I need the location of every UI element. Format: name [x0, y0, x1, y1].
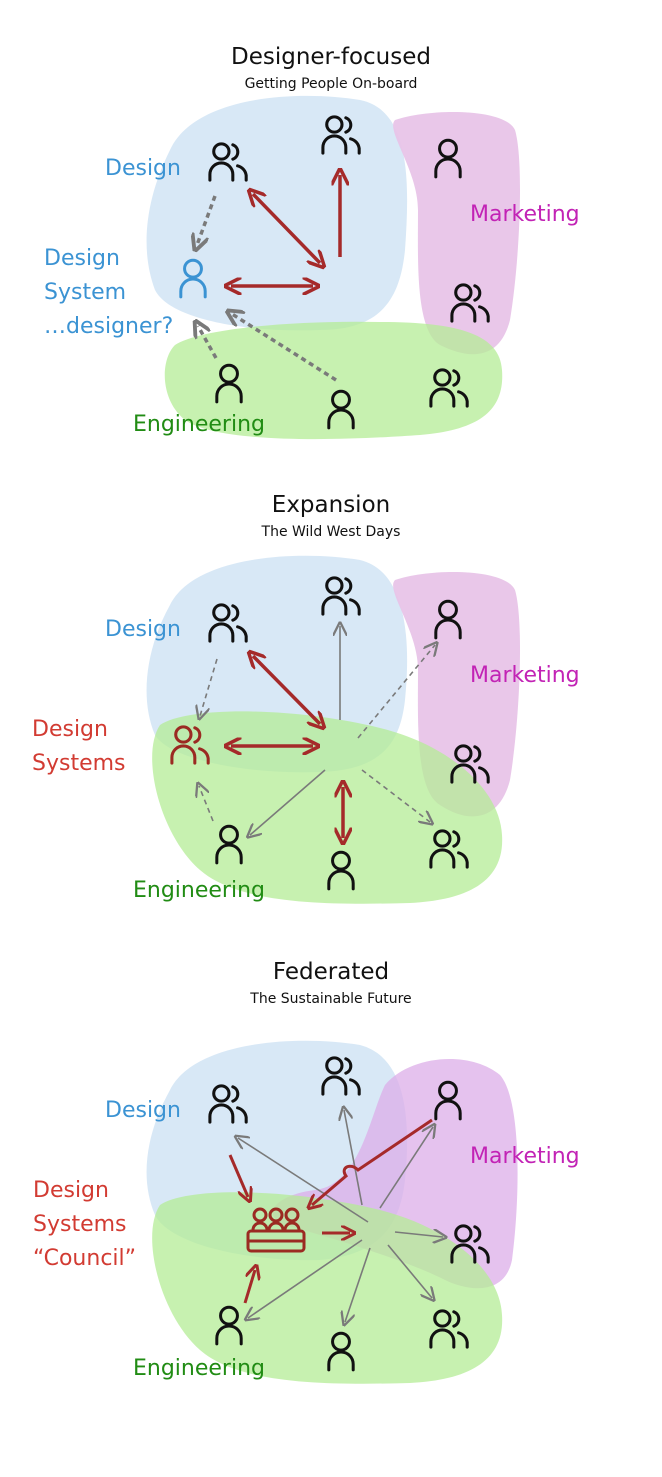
panel-expansion: Expansion The Wild West Days Design Mark…	[32, 492, 580, 904]
label-center-1: Design	[44, 246, 120, 271]
panel-title: Designer-focused	[231, 44, 431, 70]
design-blob	[146, 95, 408, 331]
label-center-1: Design	[32, 717, 108, 742]
label-design: Design	[105, 1098, 181, 1123]
panel-subtitle: The Sustainable Future	[249, 991, 411, 1007]
panel-federated: Federated The Sustainable Future Design …	[33, 959, 580, 1384]
label-marketing: Marketing	[470, 1144, 580, 1169]
gray-dashed-arrows	[197, 195, 337, 382]
gray-arrows	[238, 1110, 443, 1322]
red-arrows	[228, 1118, 433, 1304]
label-center-3: “Council”	[33, 1246, 136, 1271]
panel-subtitle: Getting People On-board	[245, 76, 418, 92]
panel-designer-focused: Designer-focused Getting People On-board…	[44, 44, 580, 440]
label-marketing: Marketing	[470, 663, 580, 688]
label-design: Design	[105, 617, 181, 642]
red-arrows	[231, 175, 340, 286]
gray-dashed-arrows	[199, 645, 435, 822]
label-engineering: Engineering	[133, 412, 265, 437]
label-center-2: Systems	[33, 1212, 127, 1237]
panel-subtitle: The Wild West Days	[261, 524, 401, 540]
label-engineering: Engineering	[133, 1356, 265, 1381]
label-center-2: Systems	[32, 751, 126, 776]
label-center-3: …designer?	[44, 314, 173, 339]
label-engineering: Engineering	[133, 878, 265, 903]
label-center-2: System	[44, 280, 126, 305]
red-arrows	[231, 656, 343, 838]
panel-title: Federated	[273, 959, 389, 985]
gray-arrows	[250, 626, 340, 835]
panel-title: Expansion	[272, 492, 390, 518]
label-marketing: Marketing	[470, 202, 580, 227]
marketing-blob	[393, 111, 521, 355]
label-design: Design	[105, 156, 181, 181]
label-center-1: Design	[33, 1178, 109, 1203]
